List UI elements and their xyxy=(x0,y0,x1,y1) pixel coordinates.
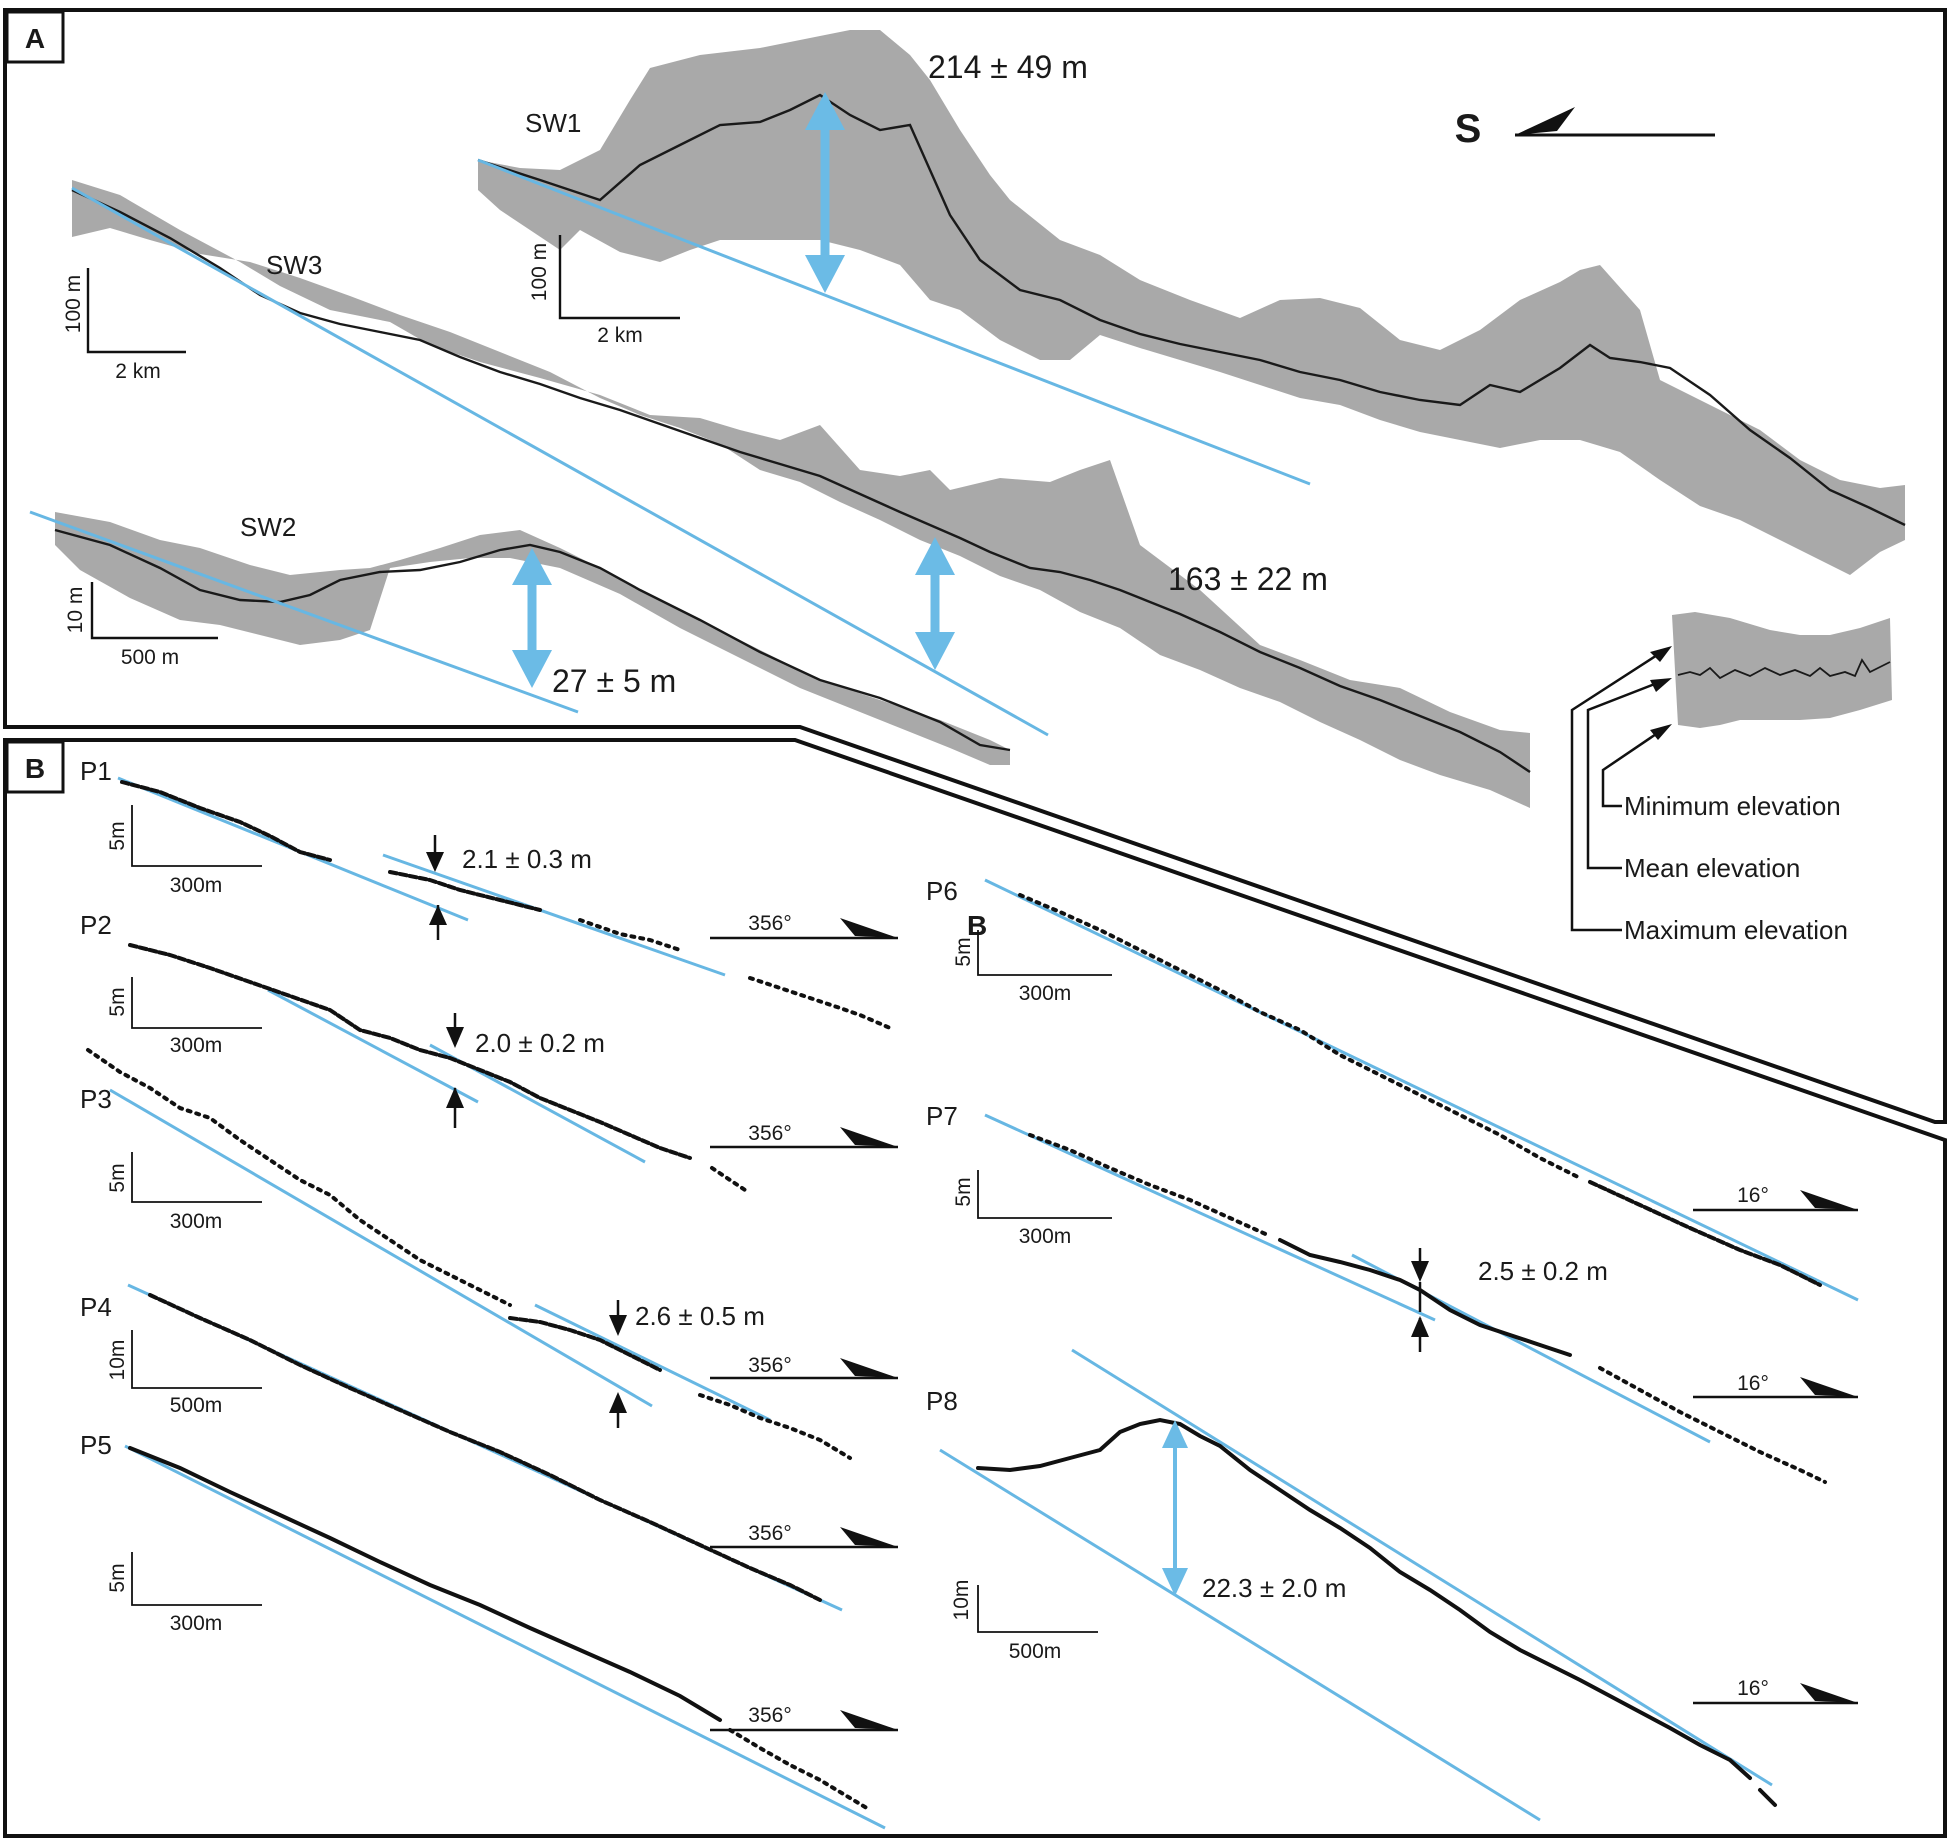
svg-text:5m: 5m xyxy=(106,987,129,1016)
svg-text:500m: 500m xyxy=(1009,1640,1062,1663)
svg-text:P8: P8 xyxy=(926,1386,958,1416)
sw2-offset-label: 27 ± 5 m xyxy=(552,663,676,699)
svg-text:300m: 300m xyxy=(170,1034,223,1057)
svg-text:356°: 356° xyxy=(748,1122,791,1145)
sw3-mean-elevation xyxy=(71,188,1531,773)
svg-text:5m: 5m xyxy=(952,937,975,966)
sw2-offset-arrow xyxy=(512,548,552,688)
svg-text:2 km: 2 km xyxy=(115,360,161,383)
svg-text:10m: 10m xyxy=(106,1340,129,1381)
sw3-name: SW3 xyxy=(266,250,322,280)
legend-max-label: Maximum elevation xyxy=(1624,915,1848,945)
svg-text:2.0 ± 0.2 m: 2.0 ± 0.2 m xyxy=(475,1028,605,1058)
svg-text:P2: P2 xyxy=(80,910,112,940)
svg-text:300m: 300m xyxy=(170,1210,223,1233)
svg-text:5m: 5m xyxy=(952,1177,975,1206)
svg-text:300m: 300m xyxy=(1019,982,1072,1005)
sw2-profile xyxy=(54,512,1011,765)
sw2-mean-elevation xyxy=(54,528,1011,752)
sw3-fit-line xyxy=(71,186,1049,737)
svg-text:100 m: 100 m xyxy=(62,275,85,333)
sw1-mean-elevation xyxy=(477,93,1906,527)
svg-text:500 m: 500 m xyxy=(121,646,179,669)
panel-b-inner-letter: B xyxy=(967,910,987,941)
sw3-offset-label: 163 ± 22 m xyxy=(1168,561,1328,597)
sw1-offset-arrow xyxy=(805,92,845,293)
svg-text:5m: 5m xyxy=(106,1563,129,1592)
south-direction-indicator: S xyxy=(1455,107,1715,151)
svg-text:A: A xyxy=(25,23,45,54)
elevation-legend: Minimum elevation Mean elevation Maximum… xyxy=(1570,612,1892,945)
p3-profile: P3 5m 300m 2.6 ± 0.5 m 356° xyxy=(80,1048,898,1460)
sw2-name: SW2 xyxy=(240,512,296,542)
p4-profile: P4 10m 500m 356° xyxy=(80,1283,898,1612)
svg-text:356°: 356° xyxy=(748,1704,791,1727)
sw2-scale-bar: 10 m 500 m xyxy=(64,582,218,669)
panel-a-letter: A xyxy=(5,10,65,64)
p1-profile: P1 5m 300m 2.1 ± 0.3 m 356° xyxy=(80,756,898,1030)
svg-text:P3: P3 xyxy=(80,1084,112,1114)
svg-text:500m: 500m xyxy=(170,1394,223,1417)
panel-b-frame xyxy=(3,738,1947,1838)
svg-text:P5: P5 xyxy=(80,1430,112,1460)
svg-text:P7: P7 xyxy=(926,1101,958,1131)
sw3-profile xyxy=(71,180,1531,808)
svg-text:300m: 300m xyxy=(1019,1225,1072,1248)
sw3-elevation-band xyxy=(72,180,1530,808)
legend-mean-label: Mean elevation xyxy=(1624,853,1800,883)
svg-text:5m: 5m xyxy=(106,821,129,850)
svg-text:356°: 356° xyxy=(748,1522,791,1545)
svg-text:S: S xyxy=(1455,107,1482,151)
legend-mean-swatch xyxy=(1677,658,1891,680)
sw2-elevation-band xyxy=(55,512,1010,765)
sw1-profile xyxy=(477,30,1906,575)
panel-a-frame xyxy=(3,8,1947,1124)
sw1-fit-line xyxy=(477,158,1311,486)
sw1-name: SW1 xyxy=(525,108,581,138)
svg-text:10 m: 10 m xyxy=(64,587,87,634)
svg-text:100 m: 100 m xyxy=(528,243,551,301)
legend-min-label: Minimum elevation xyxy=(1624,791,1841,821)
svg-text:356°: 356° xyxy=(748,912,791,935)
svg-text:16°: 16° xyxy=(1737,1677,1769,1700)
svg-text:16°: 16° xyxy=(1737,1372,1769,1395)
svg-text:2.1 ± 0.3 m: 2.1 ± 0.3 m xyxy=(462,844,592,874)
p5-profile: P5 5m 300m 356° xyxy=(80,1430,898,1830)
sw1-elevation-band xyxy=(478,30,1905,575)
svg-text:2 km: 2 km xyxy=(597,324,643,347)
legend-band-swatch xyxy=(1672,612,1892,728)
sw1-offset-label: 214 ± 49 m xyxy=(928,49,1088,85)
svg-text:2.5 ± 0.2 m: 2.5 ± 0.2 m xyxy=(1478,1256,1608,1286)
p6-profile: P6 B 5m 300m 16° xyxy=(926,876,1859,1302)
svg-text:300m: 300m xyxy=(170,1612,223,1635)
svg-text:P6: P6 xyxy=(926,876,958,906)
sw3-scale-bar: 100 m 2 km xyxy=(62,268,186,383)
svg-text:300m: 300m xyxy=(170,874,223,897)
svg-text:P4: P4 xyxy=(80,1292,112,1322)
panel-b-letter: B xyxy=(5,740,65,794)
p2-profile: P2 5m 300m 2.0 ± 0.2 m 356° xyxy=(80,910,898,1192)
svg-text:16°: 16° xyxy=(1737,1184,1769,1207)
svg-text:5m: 5m xyxy=(106,1163,129,1192)
sw2-fit-line xyxy=(29,510,579,714)
sw3-offset-arrow xyxy=(915,537,955,670)
svg-text:B: B xyxy=(25,753,45,784)
svg-text:P1: P1 xyxy=(80,756,112,786)
p7-profile: P7 5m 300m 2.5 ± 0.2 m 16° xyxy=(926,1101,1858,1484)
p8-profile: P8 10m 500m 22.3 ± 2.0 m 16° xyxy=(926,1348,1858,1822)
svg-text:10m: 10m xyxy=(950,1580,973,1621)
svg-text:22.3 ± 2.0 m: 22.3 ± 2.0 m xyxy=(1202,1573,1346,1603)
svg-text:356°: 356° xyxy=(748,1354,791,1377)
sw1-scale-bar: 100 m 2 km xyxy=(528,235,680,347)
svg-text:2.6 ± 0.5 m: 2.6 ± 0.5 m xyxy=(635,1301,765,1331)
